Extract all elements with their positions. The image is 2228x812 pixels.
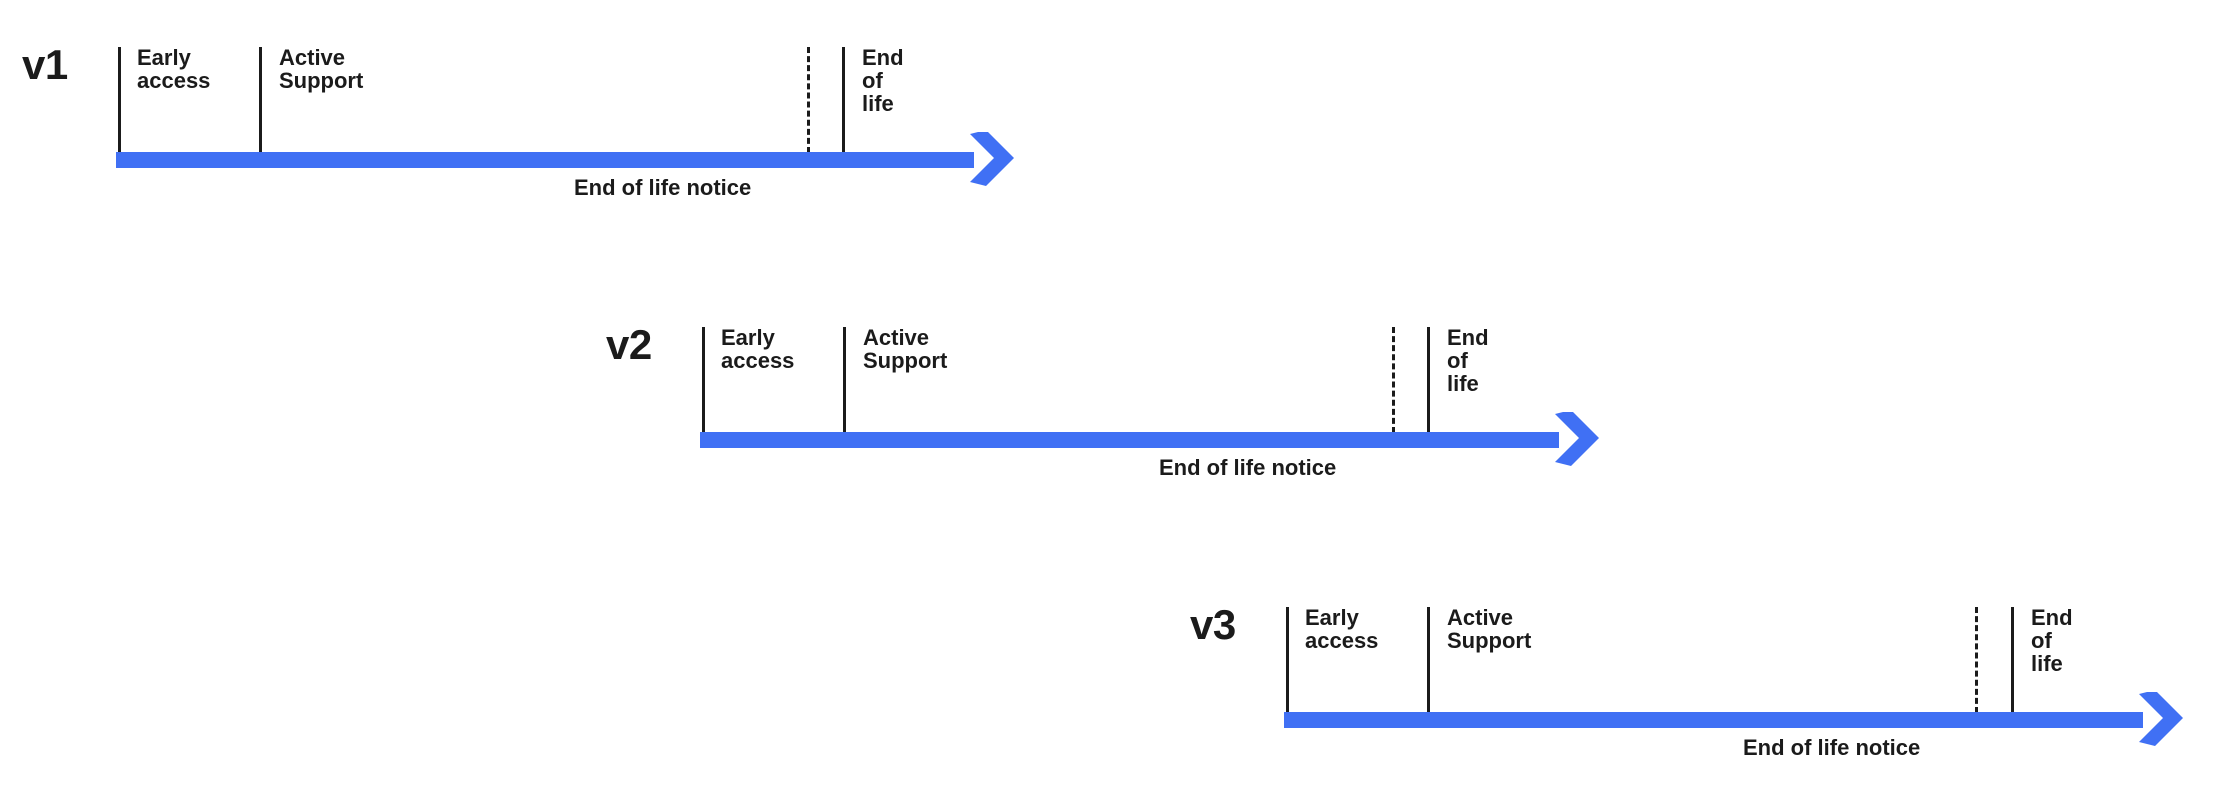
phase-divider-end-of-life-start-v2 — [1427, 327, 1430, 433]
phase-label-end-of-life-v3: End of life — [2031, 605, 2073, 677]
phase-divider-end-of-life-start-v1 — [842, 47, 845, 153]
phase-divider-end-of-life-start-v3 — [2011, 607, 2014, 713]
eol-notice-label-v1: End of life notice — [574, 175, 752, 200]
lifecycle-arrow-head-v2 — [1551, 412, 1603, 468]
lifecycle-bar-v1 — [116, 152, 974, 168]
phase-label-active-support-v3: Active Support — [1447, 605, 1532, 654]
eol-notice-label-v3: End of life notice — [1743, 735, 1921, 760]
phase-label-active-support-v1: Active Support — [279, 45, 364, 94]
phase-label-active-support-v2: Active Support — [863, 325, 948, 374]
phase-divider-early-access-start-v2 — [702, 327, 705, 433]
version-label-v2: v2 — [606, 321, 652, 368]
lifecycle-bar-v3 — [1284, 712, 2143, 728]
eol-notice-label-v2: End of life notice — [1159, 455, 1337, 480]
lifecycle-arrow-head-v1 — [966, 132, 1018, 188]
lifecycle-bar-v2 — [700, 432, 1559, 448]
phase-label-end-of-life-v2: End of life — [1447, 325, 1489, 397]
lifecycle-arrow-head-v3 — [2135, 692, 2187, 748]
phase-label-end-of-life-v1: End of life — [862, 45, 904, 117]
phase-divider-active-support-start-v3 — [1427, 607, 1430, 713]
eol-notice-marker-v2 — [1392, 327, 1395, 433]
phase-divider-active-support-start-v1 — [259, 47, 262, 153]
phase-label-early-access-v3: Early access — [1305, 605, 1379, 654]
eol-notice-marker-v3 — [1975, 607, 1978, 713]
phase-label-early-access-v2: Early access — [721, 325, 795, 374]
phase-divider-early-access-start-v1 — [118, 47, 121, 153]
phase-divider-early-access-start-v3 — [1286, 607, 1289, 713]
version-label-v3: v3 — [1190, 601, 1236, 648]
version-label-v1: v1 — [22, 41, 68, 88]
phase-divider-active-support-start-v2 — [843, 327, 846, 433]
eol-notice-marker-v1 — [807, 47, 810, 153]
phase-label-early-access-v1: Early access — [137, 45, 211, 94]
